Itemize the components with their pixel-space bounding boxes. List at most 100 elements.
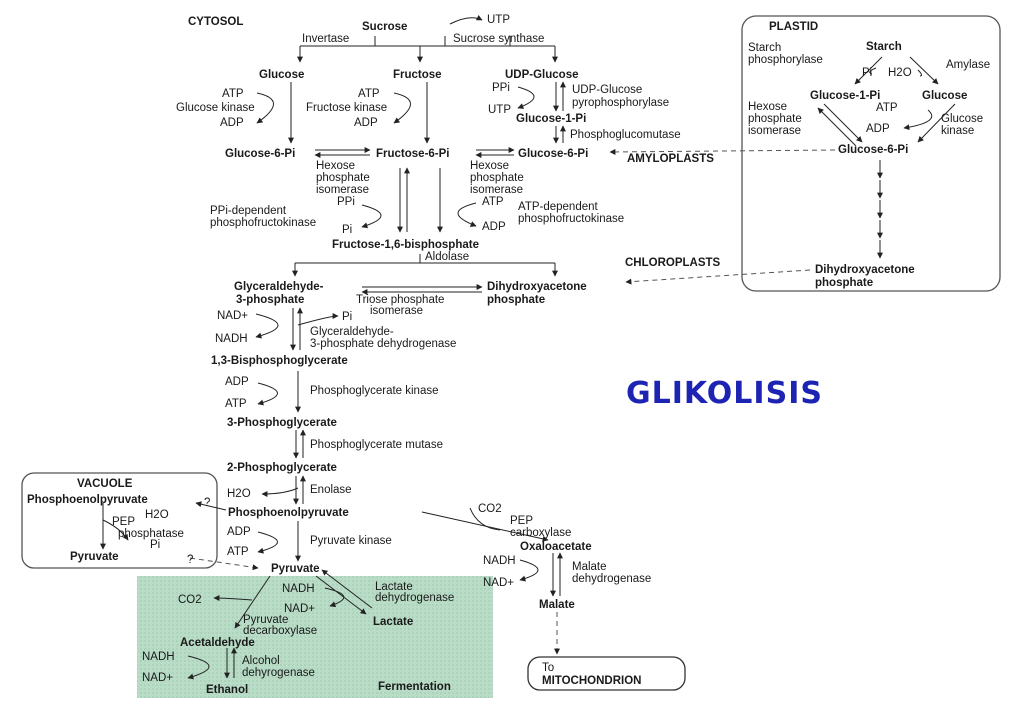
label-vacuole-pyruvate: Pyruvate	[70, 551, 119, 563]
label-vacuole: VACUOLE	[77, 478, 133, 490]
label-plastid-dhap-1: Dihydroxyacetone	[815, 264, 915, 276]
label-nadh-mdh: NADH	[483, 555, 516, 567]
page-title: GLIKOLISIS	[626, 376, 823, 411]
label-atp-pfk-1: ATP-dependent	[518, 201, 599, 213]
label-plastid-pi: Pi	[862, 67, 872, 79]
label-plastid-h2o: H2O	[888, 67, 912, 79]
label-co2-pdc: CO2	[178, 594, 202, 606]
label-plastid-atp: ATP	[876, 102, 898, 114]
label-2pg: 2-Phosphoglycerate	[227, 462, 337, 474]
label-hpi-left-1: Hexose	[316, 160, 355, 172]
label-fructose-kinase: Fructose kinase	[306, 102, 387, 114]
label-udp-pyro-2: pyrophosphorylase	[572, 97, 669, 109]
label-tpi-2: isomerase	[370, 305, 423, 317]
label-atp-fk: ATP	[358, 88, 380, 100]
label-mito-to: To	[542, 662, 554, 674]
label-adh-1: Alcohol	[242, 655, 280, 667]
label-adp-gk: ADP	[220, 117, 244, 129]
label-invertase: Invertase	[302, 33, 349, 45]
label-udp-glucose: UDP-Glucose	[505, 69, 579, 81]
label-plastid-hpi-1: Hexose	[748, 101, 787, 113]
label-phosphoglucomutase: Phosphoglucomutase	[570, 129, 681, 141]
label-plastid: PLASTID	[769, 21, 818, 33]
label-pfk-ppi: PPi	[337, 196, 355, 208]
label-dhap-2: phosphate	[487, 294, 545, 306]
vacuole-box	[21, 472, 218, 569]
label-fructose: Fructose	[393, 69, 442, 81]
label-glucose-kinase: Glucose kinase	[176, 102, 255, 114]
label-hpi-left-3: isomerase	[316, 184, 369, 196]
label-utp: UTP	[487, 14, 510, 26]
label-co2-pepc: CO2	[478, 503, 502, 515]
label-gapdh-2: 3-phosphate dehydrogenase	[310, 338, 456, 350]
label-atp-pfk-2: phosphofructokinase	[518, 213, 624, 225]
label-fructose-6-p: Fructose-6-Pi	[376, 148, 450, 160]
label-hpi-right-3: isomerase	[470, 184, 523, 196]
label-pdc-1: Pyruvate	[243, 614, 288, 626]
label-pep: Phosphoenolpyruvate	[228, 507, 349, 519]
label-enolase: Enolase	[310, 484, 352, 496]
label-nadh-ldh: NADH	[282, 583, 315, 595]
label-glucose: Glucose	[259, 69, 304, 81]
label-plastid-dhap-2: phosphate	[815, 277, 873, 289]
label-3pg: 3-Phosphoglycerate	[227, 417, 337, 429]
label-pgk: Phosphoglycerate kinase	[310, 385, 439, 397]
mitochondrion-box	[527, 656, 686, 691]
label-ppi-udp: PPi	[492, 82, 510, 94]
label-cytosol: CYTOSOL	[188, 16, 243, 28]
label-pepc-1: PEP	[510, 515, 533, 527]
label-vacuole-pi: Pi	[150, 539, 160, 551]
label-hpi-right-1: Hexose	[470, 160, 509, 172]
label-atp-gk: ATP	[222, 88, 244, 100]
label-pyruvate-kinase: Pyruvate kinase	[310, 535, 392, 547]
label-nadh-gapdh: NADH	[215, 333, 248, 345]
label-utp-udp: UTP	[488, 104, 511, 116]
label-mdh-2: dehydrogenase	[572, 573, 651, 585]
label-glucose-6-p-right: Glucose-6-Pi	[518, 148, 588, 160]
label-sucrose: Sucrose	[362, 21, 407, 33]
label-glucose-6-p-left: Glucose-6-Pi	[225, 148, 295, 160]
plastid-box	[741, 15, 1001, 292]
label-pgm: Phosphoglycerate mutase	[310, 439, 443, 451]
label-plastid-hpi-3: isomerase	[748, 125, 801, 137]
label-glucose-1-p: Glucose-1-Pi	[516, 113, 586, 125]
label-gap-1: Glyceraldehyde-	[234, 281, 324, 293]
label-acetaldehyde: Acetaldehyde	[180, 637, 255, 649]
label-plastid-glucose: Glucose	[922, 90, 967, 102]
label-vacuole-q1: ?	[204, 497, 210, 509]
label-plastid-adp: ADP	[866, 123, 890, 135]
label-pdc-2: decarboxylase	[243, 625, 317, 637]
label-aldolase: Aldolase	[425, 251, 469, 263]
label-mdh-1: Malate	[572, 561, 607, 573]
label-adp-fk: ADP	[354, 117, 378, 129]
label-nad-mdh: NAD+	[483, 577, 514, 589]
label-pepc-2: carboxylase	[510, 527, 571, 539]
label-adp-pk: ADP	[227, 526, 251, 538]
label-tpi-1: Triose phosphate	[356, 294, 444, 306]
label-fbp: Fructose-1,6-bisphosphate	[332, 239, 479, 251]
fermentation-region	[137, 576, 493, 698]
label-fermentation: Fermentation	[378, 681, 451, 693]
label-h2o-enolase: H2O	[227, 488, 251, 500]
label-nad-ldh: NAD+	[284, 603, 315, 615]
label-ppi-pfk-1: PPi-dependent	[210, 205, 287, 217]
label-plastid-g6p: Glucose-6-Pi	[838, 144, 908, 156]
label-starch: Starch	[866, 41, 902, 53]
label-pyruvate: Pyruvate	[271, 563, 320, 575]
label-ldh-1: Lactate	[375, 581, 413, 593]
label-nad-adh: NAD+	[142, 672, 173, 684]
label-nad-gapdh: NAD+	[217, 310, 248, 322]
label-starch-phos-1: Starch	[748, 42, 781, 54]
label-malate: Malate	[539, 599, 575, 611]
label-chloroplasts: CHLOROPLASTS	[625, 257, 721, 269]
label-lactate: Lactate	[373, 616, 413, 628]
label-amylase: Amylase	[946, 59, 990, 71]
label-ldh-2: dehydrogenase	[375, 592, 454, 604]
label-plastid-gk-1: Glucose	[941, 113, 983, 125]
label-adp-pgk: ADP	[225, 376, 249, 388]
label-plastid-g1p: Glucose-1-Pi	[810, 90, 880, 102]
label-atp-pk: ATP	[227, 546, 249, 558]
label-plastid-gk-2: kinase	[941, 125, 974, 137]
